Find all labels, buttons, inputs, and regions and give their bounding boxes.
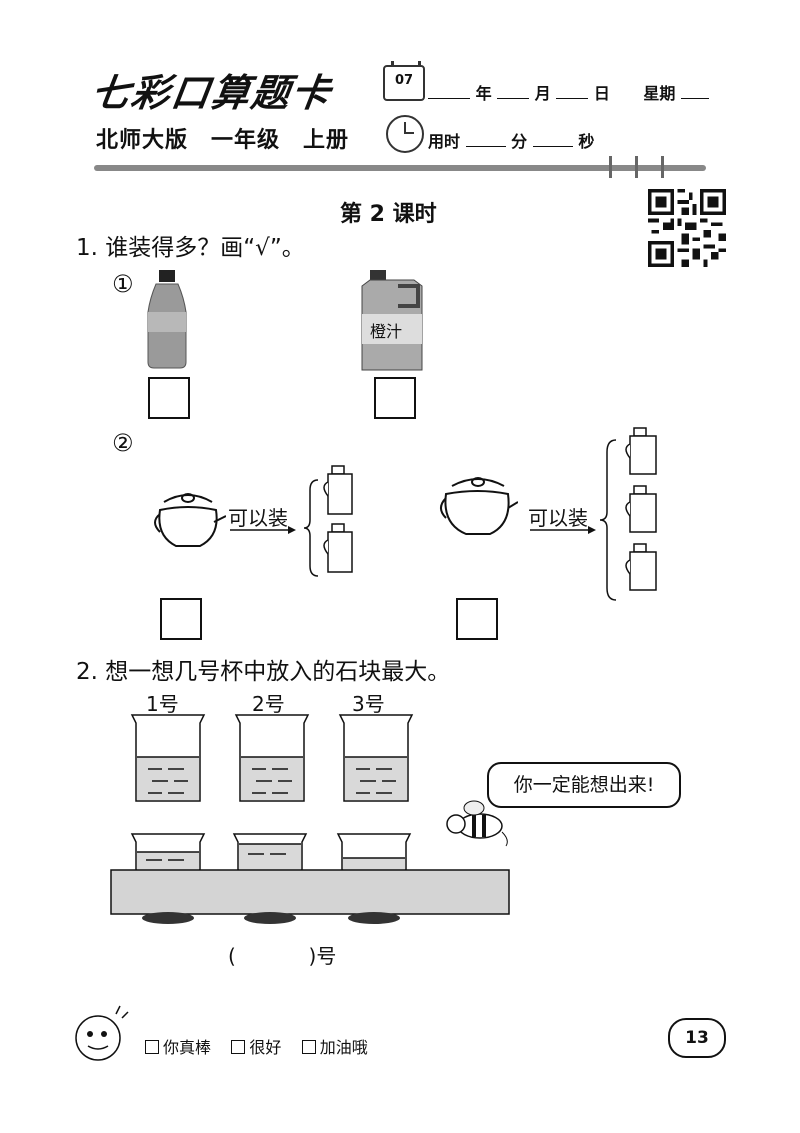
bottle-image (147, 270, 187, 369)
clock-icon (386, 115, 424, 153)
speech-bubble: 你一定能想出来! (487, 762, 681, 808)
arrow-right-icon (230, 526, 296, 534)
rating-label-keep-going: 加油哦 (319, 1038, 368, 1057)
cups-left-icon (323, 465, 353, 573)
rating-label-excellent: 你真棒 (163, 1038, 212, 1057)
answer-box-bottle[interactable] (148, 377, 190, 419)
q2-prompt: 2. 想一想几号杯中放入的石块最大。 (76, 659, 451, 685)
mascot-icon (75, 1005, 129, 1061)
minute-label: 分 (511, 132, 528, 151)
q1-prompt: 1. 谁装得多？画“√”。 (76, 235, 305, 261)
brace-right-icon (599, 439, 617, 601)
bee-icon (446, 800, 508, 847)
q1-part1-marker: ① (112, 270, 134, 298)
rating-checkbox-keep-going[interactable] (301, 1040, 316, 1054)
year-label: 年 (475, 84, 492, 103)
time-line: 用时 分 秒 (428, 128, 594, 152)
beakers-before (130, 714, 414, 802)
q2-answer: ( )号 (228, 940, 336, 969)
arrow-right-icon (530, 526, 596, 534)
beakers-after (110, 833, 510, 924)
weekday-label: 星期 (643, 84, 676, 103)
cup-label-2: 2号 (252, 692, 285, 716)
divider-tick (635, 156, 638, 178)
edition-label: 北师大版 一年级 上册 (96, 128, 350, 153)
rating-label-good: 很好 (249, 1038, 282, 1057)
answer-box-teapot-right[interactable] (456, 598, 498, 640)
page-number: 13 (668, 1018, 726, 1058)
lesson-title: 第 2 课时 (340, 202, 437, 227)
cup-label-3: 3号 (352, 692, 385, 716)
cup-label-1: 1号 (146, 692, 179, 716)
jug-label: 橙汁 (370, 322, 403, 341)
arrow-label-left: 可以装 (228, 506, 288, 530)
self-rating: 你真棒 很好 加油哦 (145, 1034, 368, 1058)
divider-tick (609, 156, 612, 178)
brand-title: 七彩口算题卡 (88, 71, 335, 115)
answer-suffix: )号 (308, 944, 337, 968)
calendar-icon: 07 (383, 61, 425, 101)
cups-right-icon (625, 427, 657, 591)
brace-left-icon (303, 479, 319, 577)
answer-box-teapot-left[interactable] (160, 598, 202, 640)
divider-tick (661, 156, 664, 178)
answer-open-paren: ( (228, 944, 236, 968)
rating-checkbox-excellent[interactable] (145, 1040, 159, 1054)
jug-image (361, 270, 423, 371)
calendar-day: 07 (394, 73, 414, 88)
q1-part2-marker: ② (112, 429, 134, 457)
teapot-left-icon (154, 493, 226, 547)
time-used-label: 用时 (428, 132, 461, 151)
teapot-right-icon (440, 477, 518, 535)
rating-checkbox-good[interactable] (231, 1040, 246, 1054)
day-label: 日 (593, 84, 610, 103)
date-line: 年 月 日 星期 (428, 80, 709, 104)
answer-box-jug[interactable] (374, 377, 416, 419)
second-label: 秒 (578, 132, 595, 151)
qr-code[interactable] (648, 188, 726, 268)
header-divider (94, 165, 706, 171)
arrow-label-right: 可以装 (528, 506, 588, 530)
month-label: 月 (534, 84, 551, 103)
